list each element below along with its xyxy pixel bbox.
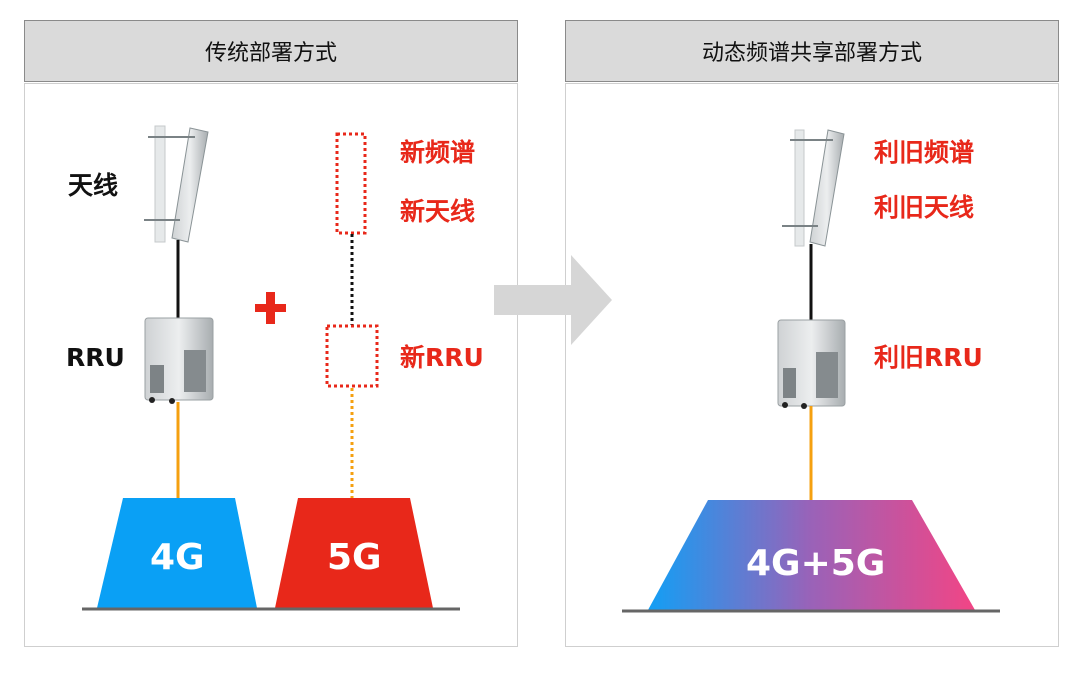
new-antenna-label: 新天线 bbox=[400, 197, 476, 226]
rru-icon bbox=[777, 319, 846, 409]
plus-icon bbox=[255, 292, 286, 324]
arrow-right-icon bbox=[494, 255, 612, 345]
block-5g bbox=[275, 498, 433, 608]
traditional-title: 传统部署方式 bbox=[24, 20, 518, 82]
dss-panel bbox=[565, 83, 1059, 647]
rru-label: RRU bbox=[66, 343, 125, 372]
antenna-icon bbox=[144, 125, 209, 243]
block-4g-5g bbox=[648, 500, 975, 610]
dss-title: 动态频谱共享部署方式 bbox=[565, 20, 1059, 82]
block-4g-5g-label: 4G+5G bbox=[746, 543, 886, 584]
antenna-icon bbox=[782, 129, 845, 247]
reuse-rru-label: 利旧RRU bbox=[874, 343, 983, 372]
new-antenna-placeholder bbox=[335, 132, 367, 235]
new-rru-label: 新RRU bbox=[400, 343, 484, 372]
new-rru-placeholder bbox=[325, 324, 379, 388]
antenna-label: 天线 bbox=[68, 171, 119, 200]
block-4g bbox=[97, 498, 257, 608]
reuse-antenna-label: 利旧天线 bbox=[874, 193, 975, 222]
traditional-panel bbox=[24, 83, 518, 647]
block-4g-label: 4G bbox=[150, 537, 205, 578]
reuse-spectrum-label: 利旧频谱 bbox=[874, 138, 975, 167]
rru-icon bbox=[144, 317, 214, 404]
block-5g-label: 5G bbox=[327, 537, 382, 578]
new-spectrum-label: 新频谱 bbox=[400, 138, 476, 167]
